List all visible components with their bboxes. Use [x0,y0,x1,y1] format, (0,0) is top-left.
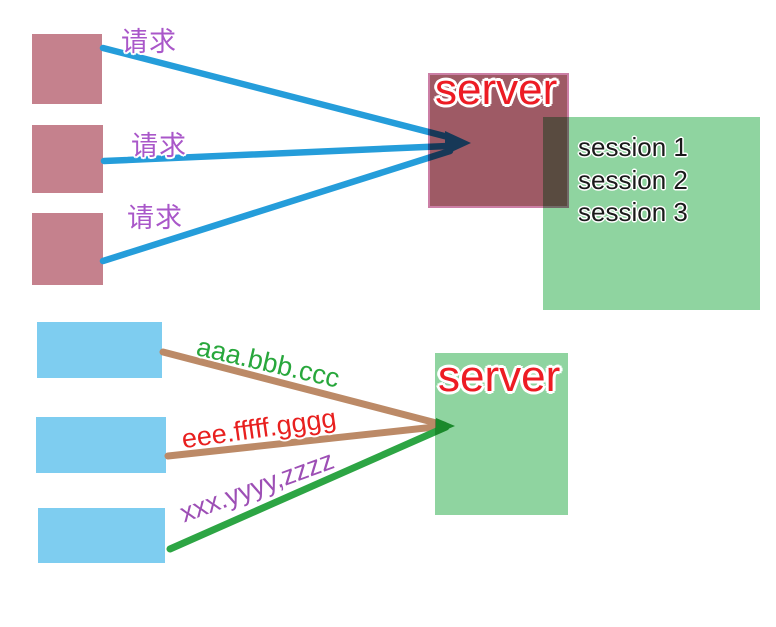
server-box-top [428,73,569,208]
session-list: session 1 session 2 session 3 [578,131,688,229]
session-box [543,117,760,310]
session-item-3: session 3 [578,197,688,227]
client-square-3 [32,213,103,285]
host-rect-1 [37,322,162,378]
client-square-1 [32,34,102,104]
connection-label-1: aaa.bbb.ccc [193,331,343,394]
request-label-1: 请求 [121,27,177,57]
request-label-2: 请求 [131,131,187,161]
session-item-2: session 2 [578,164,688,195]
host-rect-3 [38,508,165,563]
server-title-bottom: server [438,352,561,401]
connection-label-2: eee.fffff.gggg [179,402,339,455]
request-label-3: 请求 [127,203,183,233]
connection-label-3: xxx.yyyy,zzzz [175,444,338,529]
client-square-2 [32,125,103,193]
session-item-1: session 1 [578,132,688,162]
host-rect-2 [36,417,166,473]
server-box-bottom [435,353,568,515]
server-title-top: server [435,65,558,114]
